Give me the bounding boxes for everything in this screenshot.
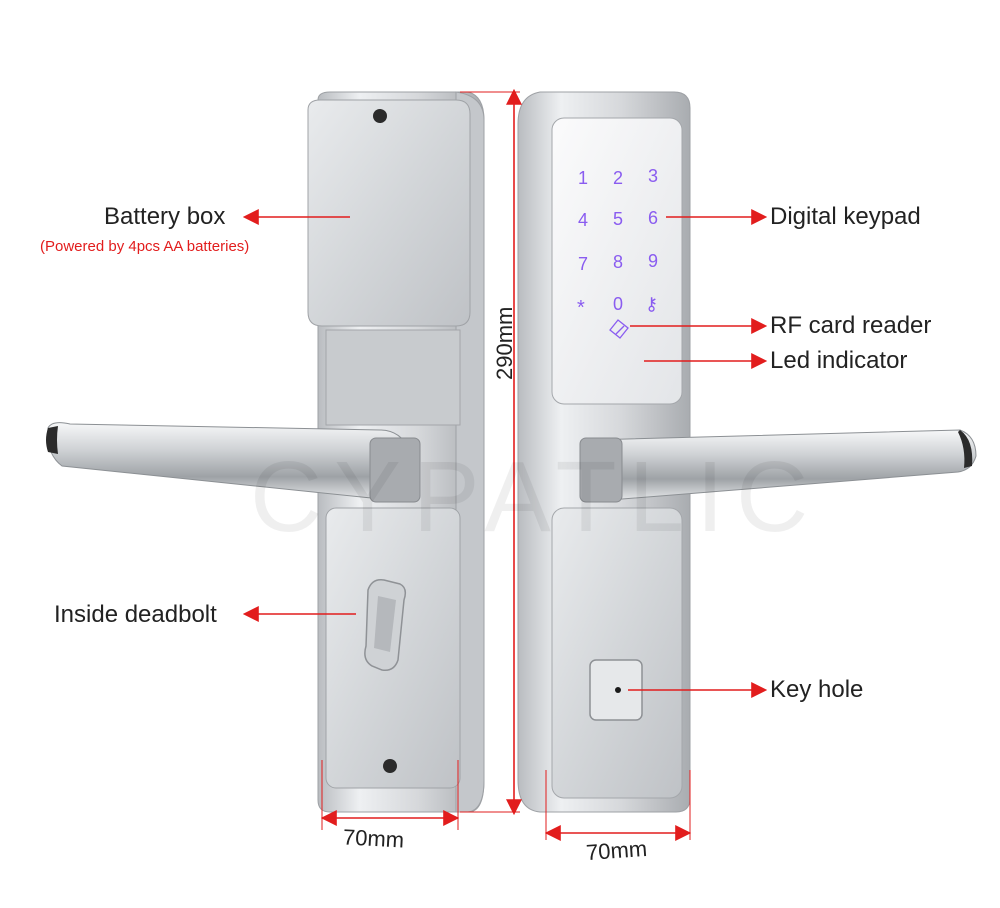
keypad-key-1[interactable]: 1: [578, 168, 589, 188]
keypad-key-8[interactable]: 8: [613, 252, 624, 272]
key-hole-label: Key hole: [770, 676, 864, 703]
inside-deadbolt-knob: [364, 578, 407, 672]
height-dimension-label: 290mm: [492, 306, 517, 380]
keypad-key-7[interactable]: 7: [578, 254, 589, 274]
keypad-key-star[interactable]: *: [577, 297, 585, 319]
keypad-key-4[interactable]: 4: [578, 210, 589, 230]
rf-card-reader-label: RF card reader: [770, 312, 932, 339]
keypad-glass-panel: [551, 117, 683, 405]
battery-box-label: Battery box: [104, 203, 226, 230]
outside-lower-plate: [551, 507, 683, 799]
inside-handle: [46, 422, 421, 503]
rf-card-icon: [609, 319, 629, 339]
keypad-key-5[interactable]: 5: [613, 209, 624, 229]
battery-note-label: (Powered by 4pcs AA batteries): [40, 238, 250, 255]
keypad-key-2[interactable]: 2: [613, 168, 624, 188]
outside-handle: [579, 429, 977, 503]
right-width-dimension-label: 70mm: [585, 835, 648, 866]
inside-deadbolt-label: Inside deadbolt: [54, 601, 217, 628]
keypad-key-0[interactable]: 0: [613, 294, 624, 314]
battery-box-cover: [307, 99, 471, 327]
brand-watermark: CYPATLIC: [250, 441, 821, 553]
keypad-key-6[interactable]: 6: [648, 208, 659, 228]
digital-keypad-label: Digital keypad: [770, 203, 921, 230]
dimension-lines: [320, 88, 692, 841]
keypad-key-lock-icon[interactable]: ⚷: [645, 294, 659, 314]
keypad-key-9[interactable]: 9: [648, 251, 659, 271]
keypad-key-3[interactable]: 3: [648, 166, 659, 186]
inside-lock-neck: [325, 329, 461, 426]
left-width-dimension-label: 70mm: [342, 824, 405, 853]
callout-arrows: [242, 209, 768, 698]
led-indicator-label: Led indicator: [770, 347, 908, 374]
